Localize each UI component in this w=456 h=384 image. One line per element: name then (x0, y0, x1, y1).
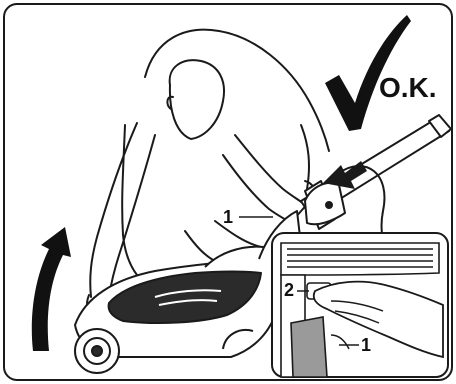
inset-callout-number-1: 1 (361, 335, 371, 355)
callout-number-1: 1 (223, 207, 233, 227)
inset-callout-number-2: 2 (284, 280, 294, 300)
inset-detail: 2 1 (272, 233, 448, 377)
lawnmower-illustration: O.K. 1 2 1 (5, 5, 453, 381)
ok-label: O.K. (379, 72, 437, 103)
curved-arrow-up-icon (32, 227, 71, 351)
callout-1-main: 1 (223, 207, 273, 227)
illustration-frame: O.K. 1 2 1 (3, 3, 453, 381)
